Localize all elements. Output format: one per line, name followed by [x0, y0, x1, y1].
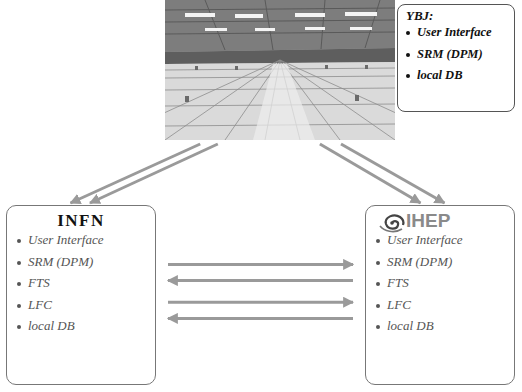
site-name: INFN: [57, 211, 105, 230]
bullet-item: User Interface: [17, 232, 145, 254]
site-heading: IHEP: [376, 210, 504, 232]
bullet-dot: [406, 53, 410, 57]
service-name: SRM (DPM): [417, 47, 483, 61]
bullet-dot: [17, 261, 21, 265]
site-name: IHEP: [406, 210, 450, 231]
site-panel: YBJ: User InterfaceSRM (DPM) local DB: [397, 4, 515, 112]
bullet-dot: [376, 325, 380, 329]
bullet-item: User Interface: [406, 25, 506, 47]
bullet-item: FTS: [376, 275, 504, 297]
site-heading: YBJ:: [406, 7, 506, 25]
bullet-item: SRM (DPM): [376, 254, 504, 276]
transfer-arrow: [168, 263, 353, 266]
bullet-item: local DB: [406, 68, 506, 90]
bullet-item: SRM (DPM): [406, 47, 506, 69]
transfer-arrow: [168, 317, 353, 320]
bullet-dot: [17, 282, 21, 286]
bullet-dot: [376, 282, 380, 286]
bullet-dot: [17, 325, 21, 329]
transfer-arrow: [71, 144, 201, 203]
bullet-item: local DB: [17, 318, 145, 340]
service-name: local DB: [417, 68, 462, 82]
site-box: IHEPUser InterfaceSRM (DPM) FTS LFC local D…: [365, 205, 515, 385]
site-heading: INFN: [17, 210, 145, 232]
site-group: YBJ: User InterfaceSRM (DPM) local DB: [165, 0, 517, 142]
service-name: LFC: [387, 297, 411, 312]
bullet-item: SRM (DPM): [17, 254, 145, 276]
service-name: FTS: [28, 275, 50, 290]
ihep-logo-icon: [378, 211, 406, 235]
site-name: YBJ:: [406, 8, 433, 23]
bullet-item: LFC: [17, 297, 145, 319]
service-name: User Interface: [387, 232, 462, 247]
bullet-dot: [17, 239, 21, 243]
transfer-arrow: [168, 279, 353, 282]
transfer-arrow: [90, 144, 218, 203]
bullet-item: User Interface: [376, 232, 504, 254]
service-name: SRM (DPM): [28, 254, 93, 269]
bullet-dot: [406, 31, 410, 35]
bullet-dot: [376, 304, 380, 308]
service-name: local DB: [387, 318, 434, 333]
service-name: User Interface: [417, 25, 492, 39]
transfer-arrow: [168, 301, 353, 304]
detector-hall-photo: [165, 0, 395, 140]
transfer-arrow: [341, 144, 445, 203]
bullet-dot: [376, 261, 380, 265]
bullet-dot: [406, 74, 410, 78]
transfer-arrow: [320, 144, 421, 203]
service-name: local DB: [28, 318, 75, 333]
service-name: FTS: [387, 275, 409, 290]
bullet-item: LFC: [376, 297, 504, 319]
site-box: INFN User InterfaceSRM (DPM) FTS LFC local D…: [6, 205, 156, 385]
bullet-item: local DB: [376, 318, 504, 340]
service-name: LFC: [28, 297, 52, 312]
service-name: SRM (DPM): [387, 254, 452, 269]
bullet-item: FTS: [17, 275, 145, 297]
bullet-dot: [17, 304, 21, 308]
bullet-dot: [376, 239, 380, 243]
service-name: User Interface: [28, 232, 103, 247]
